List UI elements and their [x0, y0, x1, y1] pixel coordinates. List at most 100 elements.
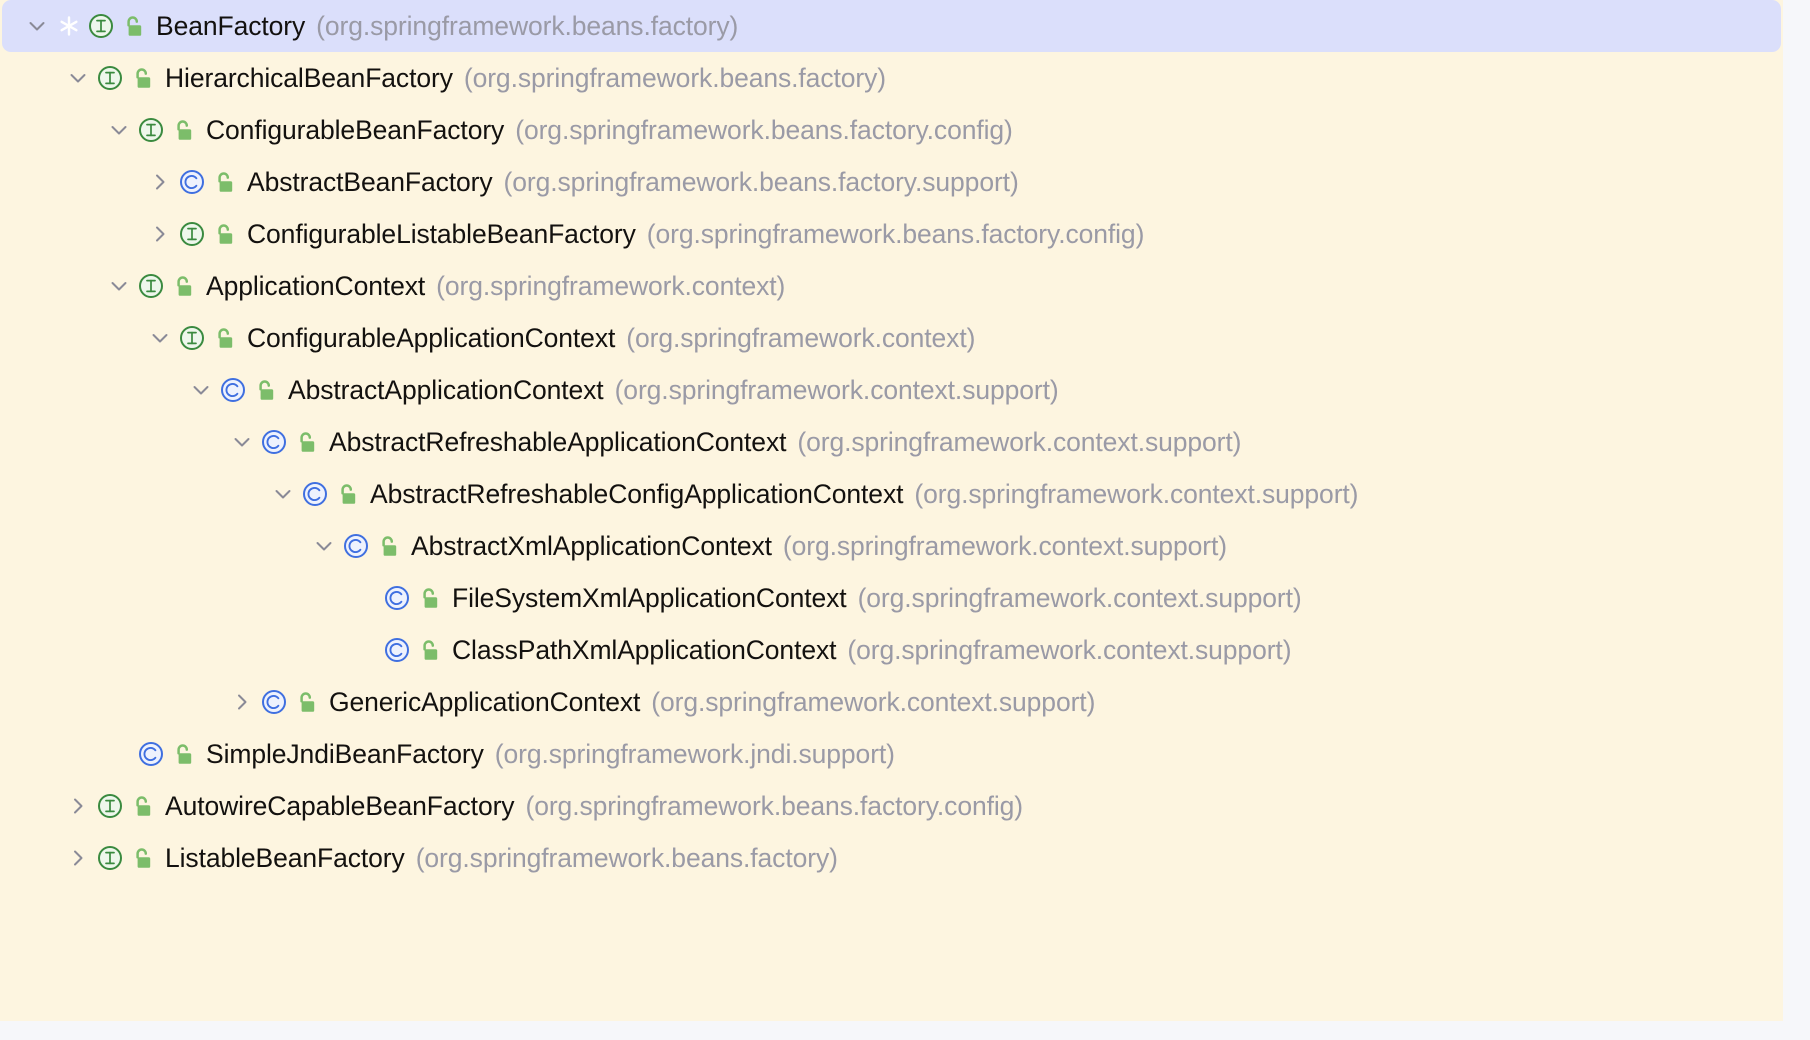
unlocked-padlock-icon	[418, 637, 440, 663]
tree-row[interactable]: BeanFactory (org.springframework.beans.fa…	[2, 0, 1781, 52]
tree-row[interactable]: HierarchicalBeanFactory (org.springframew…	[2, 52, 1781, 104]
type-name-label: ConfigurableApplicationContext	[247, 323, 616, 353]
class-icon	[382, 635, 412, 665]
type-name-label: HierarchicalBeanFactory	[165, 63, 453, 93]
package-name-label: (org.springframework.beans.factory.confi…	[646, 219, 1145, 249]
unlocked-padlock-icon	[213, 325, 235, 351]
interface-icon	[95, 843, 125, 873]
chevron-right-icon[interactable]	[61, 841, 95, 875]
unlocked-padlock-icon	[377, 533, 399, 559]
tree-row[interactable]: AbstractRefreshableConfigApplicationCont…	[2, 468, 1781, 520]
chevron-down-icon[interactable]	[102, 113, 136, 147]
unlocked-padlock-icon	[254, 377, 276, 403]
class-icon	[259, 687, 289, 717]
tree-row[interactable]: ApplicationContext(org.springframework.c…	[2, 260, 1781, 312]
tree-row[interactable]: AbstractApplicationContext(org.springfra…	[2, 364, 1781, 416]
type-name-label: AbstractXmlApplicationContext	[411, 531, 772, 561]
tree-indent-spacer	[2, 702, 225, 703]
tree-indent-spacer	[2, 78, 61, 79]
tree-indent-spacer	[2, 286, 102, 287]
tree-row[interactable]: ConfigurableListableBeanFactory (org.spri…	[2, 208, 1781, 260]
tree-indent-spacer	[2, 234, 143, 235]
package-name-label: (org.springframework.context.support)	[797, 427, 1242, 457]
interface-icon	[86, 11, 116, 41]
class-icon	[341, 531, 371, 561]
interface-icon	[177, 219, 207, 249]
package-name-label: (org.springframework.context.support)	[857, 583, 1302, 613]
chevron-down-icon[interactable]	[102, 269, 136, 303]
tree-indent-spacer	[2, 338, 143, 339]
package-name-label: (org.springframework.context.support)	[847, 635, 1292, 665]
unlocked-padlock-icon	[172, 117, 194, 143]
unlocked-padlock-icon	[122, 13, 144, 39]
unlocked-padlock-icon	[213, 221, 235, 247]
tree-row[interactable]: AbstractXmlApplicationContext (org.spring…	[2, 520, 1781, 572]
tree-row[interactable]: GenericApplicationContext(org.springfram…	[2, 676, 1781, 728]
interface-icon	[136, 271, 166, 301]
chevron-right-icon[interactable]	[143, 217, 177, 251]
type-hierarchy-tree[interactable]: BeanFactory (org.springframework.beans.fa…	[0, 0, 1783, 1021]
type-name-label: ConfigurableListableBeanFactory	[247, 219, 636, 249]
chevron-down-icon[interactable]	[307, 529, 341, 563]
unlocked-padlock-icon	[336, 481, 358, 507]
chevron-right-icon[interactable]	[225, 685, 259, 719]
package-name-label: (org.springframework.jndi.support)	[494, 739, 895, 769]
unlocked-padlock-icon	[172, 273, 194, 299]
interface-icon	[136, 115, 166, 145]
type-name-label: ListableBeanFactory	[165, 843, 405, 873]
package-name-label: (org.springframework.context.support)	[782, 531, 1227, 561]
package-name-label: (org.springframework.context.support)	[914, 479, 1359, 509]
tree-row[interactable]: ConfigurableBeanFactory(org.springframew…	[2, 104, 1781, 156]
unlocked-padlock-icon	[131, 845, 153, 871]
tree-indent-spacer	[2, 754, 102, 755]
type-name-label: AbstractRefreshableApplicationContext	[329, 427, 787, 457]
package-name-label: (org.springframework.beans.factory.suppo…	[503, 167, 1019, 197]
interface-icon	[95, 63, 125, 93]
class-icon	[177, 167, 207, 197]
type-name-label: BeanFactory	[156, 11, 306, 41]
chevron-down-icon[interactable]	[143, 321, 177, 355]
chevron-down-icon[interactable]	[266, 477, 300, 511]
chevron-right-icon[interactable]	[143, 165, 177, 199]
unlocked-padlock-icon	[295, 429, 317, 455]
class-icon	[382, 583, 412, 613]
tree-indent-spacer	[2, 26, 20, 27]
chevron-down-icon[interactable]	[20, 9, 54, 43]
chevron-right-icon[interactable]	[61, 789, 95, 823]
tree-row[interactable]: ConfigurableApplicationContext (org.sprin…	[2, 312, 1781, 364]
type-name-label: AbstractBeanFactory	[247, 167, 493, 197]
type-name-label: FileSystemXmlApplicationContext	[452, 583, 847, 613]
chevron-down-icon[interactable]	[61, 61, 95, 95]
tree-indent-spacer	[2, 650, 348, 651]
package-name-label: (org.springframework.beans.factory)	[463, 63, 886, 93]
panel-bottom-margin	[0, 1021, 1810, 1040]
unlocked-padlock-icon	[172, 741, 194, 767]
interface-icon	[95, 791, 125, 821]
tree-indent-spacer	[2, 182, 143, 183]
tree-indent-spacer	[2, 806, 61, 807]
package-name-label: (org.springframework.beans.factory)	[316, 11, 739, 41]
unlocked-padlock-icon	[131, 793, 153, 819]
type-name-label: SimpleJndiBeanFactory	[206, 739, 484, 769]
tree-row[interactable]: AutowireCapableBeanFactory(org.springfra…	[2, 780, 1781, 832]
unlocked-padlock-icon	[418, 585, 440, 611]
type-name-label: AutowireCapableBeanFactory	[165, 791, 515, 821]
tree-indent-spacer	[2, 598, 348, 599]
tree-row[interactable]: ListableBeanFactory(org.springframework.…	[2, 832, 1781, 884]
panel-right-margin	[1783, 0, 1810, 1040]
chevron-down-icon[interactable]	[184, 373, 218, 407]
tree-row[interactable]: AbstractBeanFactory (org.springframework.…	[2, 156, 1781, 208]
tree-indent-spacer	[2, 494, 266, 495]
package-name-label: (org.springframework.context)	[626, 323, 976, 353]
type-name-label: ClassPathXmlApplicationContext	[452, 635, 837, 665]
tree-row[interactable]: AbstractRefreshableApplicationContext (or…	[2, 416, 1781, 468]
package-name-label: (org.springframework.context.support)	[614, 375, 1059, 405]
tree-row[interactable]: FileSystemXmlApplicationContext (org.spri…	[2, 572, 1781, 624]
chevron-down-icon[interactable]	[225, 425, 259, 459]
unlocked-padlock-icon	[131, 65, 153, 91]
tree-indent-spacer	[2, 858, 61, 859]
tree-row[interactable]: SimpleJndiBeanFactory (org.springframewor…	[2, 728, 1781, 780]
class-icon	[218, 375, 248, 405]
tree-indent-spacer	[2, 390, 184, 391]
tree-row[interactable]: ClassPathXmlApplicationContext (org.sprin…	[2, 624, 1781, 676]
